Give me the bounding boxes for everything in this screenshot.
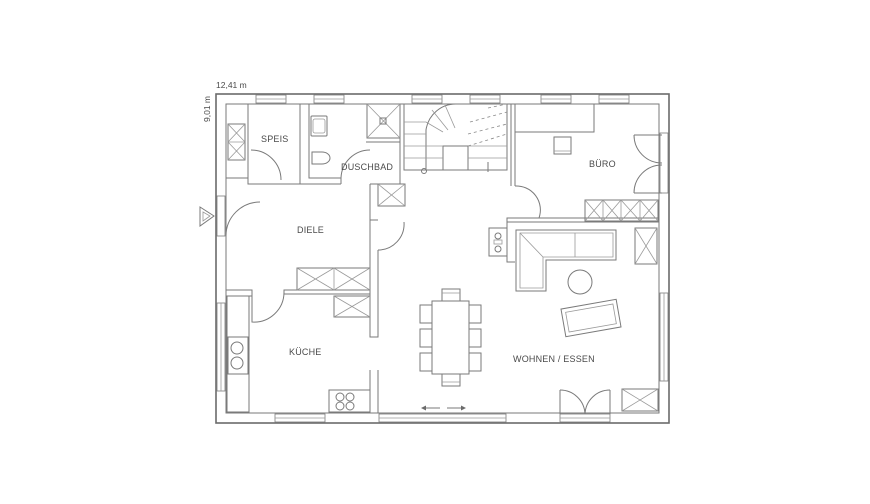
stove (488, 227, 508, 257)
bathroom-fixtures (310, 103, 401, 165)
room-label-buero: BÜRO (589, 159, 616, 169)
room-label-diele: DIELE (297, 225, 324, 235)
right-windows (659, 132, 669, 382)
room-label-duschbad: DUSCHBAD (341, 162, 393, 172)
staircase (404, 103, 508, 174)
dining-table (419, 288, 482, 387)
sliding-door-arrows-icon (421, 405, 466, 411)
room-label-speis: SPEIS (261, 134, 289, 144)
corner-cabinet (621, 388, 659, 412)
entrance-arrow-icon (199, 206, 215, 227)
room-label-wohnen-essen: WOHNEN / ESSEN (513, 354, 595, 364)
top-windows (255, 94, 630, 104)
bottom-windows (274, 413, 611, 423)
sofa (515, 229, 617, 292)
round-coffee-table (567, 269, 593, 295)
depth-dimension-label: 9,01 m (202, 96, 212, 122)
terrace-door (559, 389, 611, 415)
diele-cabinet (377, 183, 406, 207)
room-label-kueche: KÜCHE (289, 347, 322, 357)
armchair (560, 298, 622, 338)
width-dimension-label: 12,41 m (216, 80, 247, 90)
exterior-walls (215, 93, 670, 424)
speis-shelves (227, 123, 246, 161)
kitchen-fixtures (226, 267, 371, 413)
side-cabinet (634, 227, 658, 265)
left-openings (216, 195, 261, 392)
office-fixtures (514, 104, 663, 222)
